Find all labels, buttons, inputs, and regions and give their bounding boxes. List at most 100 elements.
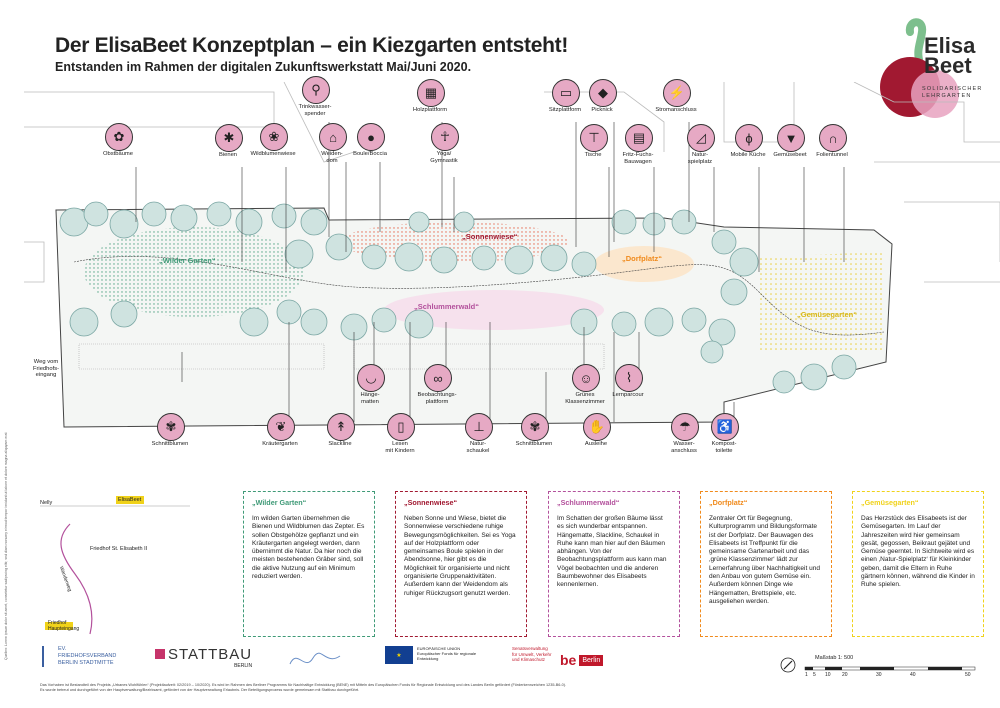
map-label: Picknick — [591, 107, 613, 113]
platform-icon: ▦ — [417, 79, 445, 107]
yoga-icon: ☥ — [431, 123, 459, 151]
info-box-sonnenwiese: „Sonnenwiese“ Neben Sonne und Wiese, biet… — [395, 491, 527, 637]
wagon-icon: ▤ — [625, 124, 653, 152]
info-box-wilder-garten: „Wilder Garten“Im wilden Garten übernehm… — [243, 491, 375, 637]
map-label: Kompost- toilette — [711, 441, 737, 454]
bench-icon: ▭ — [552, 79, 580, 107]
toilet-icon: ♿ — [711, 413, 739, 441]
map-label: Natur- spielplatz — [687, 152, 713, 165]
lend-icon: ✋ — [583, 413, 611, 441]
info-box-text: Neben Sonne und Wiese, bietet die Sonnen… — [404, 515, 516, 597]
slide-icon: ◿ — [687, 124, 715, 152]
map-label: Yoga/ Gymnastik — [430, 151, 458, 164]
spoon-icon: ϕ — [735, 124, 763, 152]
map-label: Bienen — [218, 152, 238, 158]
map-label: Schnittblumen — [515, 441, 553, 447]
cutflower-icon: ✾ — [157, 413, 185, 441]
tunnel-icon: ∩ — [819, 124, 847, 152]
parcour-icon: ⌇ — [615, 364, 643, 392]
table-icon: ⊤ — [580, 124, 608, 152]
map-label: Slackline — [328, 441, 352, 447]
water-icon: ☂ — [671, 413, 699, 441]
map-label: Tische — [584, 152, 602, 158]
info-box-title: „Dorfplatz“ — [709, 498, 748, 507]
map-label: Obstbäume — [103, 151, 133, 157]
scale-tick: 5 — [813, 672, 816, 678]
location-map — [40, 496, 190, 635]
info-box-title: „Sonnenwiese“ — [404, 498, 458, 507]
book-icon: ▯ — [387, 413, 415, 441]
tree-icon: ✿ — [105, 123, 133, 151]
plug-icon: ⚡ — [663, 79, 691, 107]
map-label: Beobachtungs- plattform — [417, 392, 457, 405]
zone-schlummerwald: „Schlummerwald“ — [414, 302, 480, 311]
slackline-icon: ↟ — [327, 413, 355, 441]
scale-label: Maßstab 1: 500 — [815, 655, 854, 661]
zone-wilder-garten: „Wilder Garten“ — [159, 256, 216, 265]
info-box-title: „Schlummerwald“ — [557, 498, 620, 507]
legend-friedhof: Friedhof St. Elisabeth II — [90, 546, 148, 552]
map-label: Weiden- dom — [321, 151, 343, 164]
scale-tick: 1 — [805, 672, 808, 678]
carrot-icon: ▼ — [777, 124, 805, 152]
cutflower2-icon: ✾ — [521, 413, 549, 441]
info-box-dorfplatz: „Dorfplatz“ Zentraler Ort für Begegnung, … — [700, 491, 832, 637]
scale-tick: 50 — [965, 672, 971, 678]
hammock-icon: ◡ — [357, 364, 385, 392]
signature-logo-icon — [289, 652, 341, 665]
map-label: Stromanschluss — [655, 107, 697, 113]
map-drawing — [24, 81, 1000, 428]
map-label: Lernparcour — [612, 392, 644, 398]
legend-nelly: Nelly — [40, 500, 53, 506]
tap-icon: ⚲ — [302, 76, 330, 104]
info-box-text: Im Schatten der großen Bäume lässt es si… — [557, 515, 667, 589]
map-label: Trinkwasser- spender — [298, 104, 332, 117]
page-subtitle: Entstanden im Rahmen der digitalen Zukun… — [55, 60, 472, 74]
map-label: Mobile Küche — [730, 152, 766, 158]
map-label: Folientunnel — [816, 152, 848, 158]
map-label: Grünes Klassenzimmer — [565, 392, 605, 405]
map-label: Wasser- anschluss — [671, 441, 697, 454]
binoculars-icon: ∞ — [424, 364, 452, 392]
side-credits: Quellen: Lorem ipsum dolor sit amet, con… — [4, 432, 8, 660]
scale-tick: 20 — [842, 672, 848, 678]
info-box-text: Zentraler Ort für Begegnung, Kulturprogr… — [709, 515, 820, 605]
info-box-gemuesegarten: „Gemüsegarten“Das Herzstück des Elisabee… — [852, 491, 984, 637]
info-box-title: „Wilder Garten“ — [252, 498, 307, 507]
site-map: „Wilder Garten“ „Sonnenwiese“ „Schlummer… — [24, 81, 1000, 472]
scale-drawing — [780, 657, 976, 673]
info-box-schlummerwald: „Schlummerwald“ Im Schatten der großen Bä… — [548, 491, 680, 637]
swing-icon: ⊥ — [465, 413, 493, 441]
info-box-title: „Gemüsegarten“ — [861, 498, 919, 507]
map-label: Holzplattform — [412, 107, 448, 113]
legend-elisabeet: ElisaBeet — [118, 497, 142, 503]
map-label: Ausleihe — [584, 441, 608, 447]
footer-text: Das Vorhaben ist Bestandteil des Projekt… — [40, 683, 567, 692]
dome-icon: ⌂ — [319, 123, 347, 151]
stattbau-logo: STATTBAU BERLIN — [155, 646, 252, 674]
location-legend: Nelly ElisaBeet Friedhof St. Elisabeth I… — [40, 494, 190, 642]
bee-icon: ✱ — [215, 124, 243, 152]
zone-dorfplatz: „Dorfplatz“ — [622, 254, 662, 263]
eu-flag-icon: ★ — [385, 646, 413, 664]
map-label: Boule/Boccia — [353, 151, 387, 157]
map-label: Kräutergarten — [262, 441, 298, 447]
map-label: Fritz-Fuchs- Bauwagen — [622, 152, 654, 165]
map-label: Lesen mit Kindern — [385, 441, 415, 454]
scale-tick: 40 — [910, 672, 916, 678]
flower-icon: ❀ — [260, 123, 288, 151]
weg-label: Weg vom Friedhofs- eingang — [32, 359, 60, 378]
map-label: Sitzplattform — [548, 107, 582, 113]
page-title: Der ElisaBeet Konzeptplan – ein Kiezgart… — [55, 34, 569, 57]
scale-tick: 30 — [876, 672, 882, 678]
class-icon: ☺ — [572, 364, 600, 392]
scale-tick: 10 — [825, 672, 831, 678]
zone-sonnenwiese: „Sonnenwiese“ — [462, 232, 518, 241]
map-label: Hänge- matten — [360, 392, 380, 405]
